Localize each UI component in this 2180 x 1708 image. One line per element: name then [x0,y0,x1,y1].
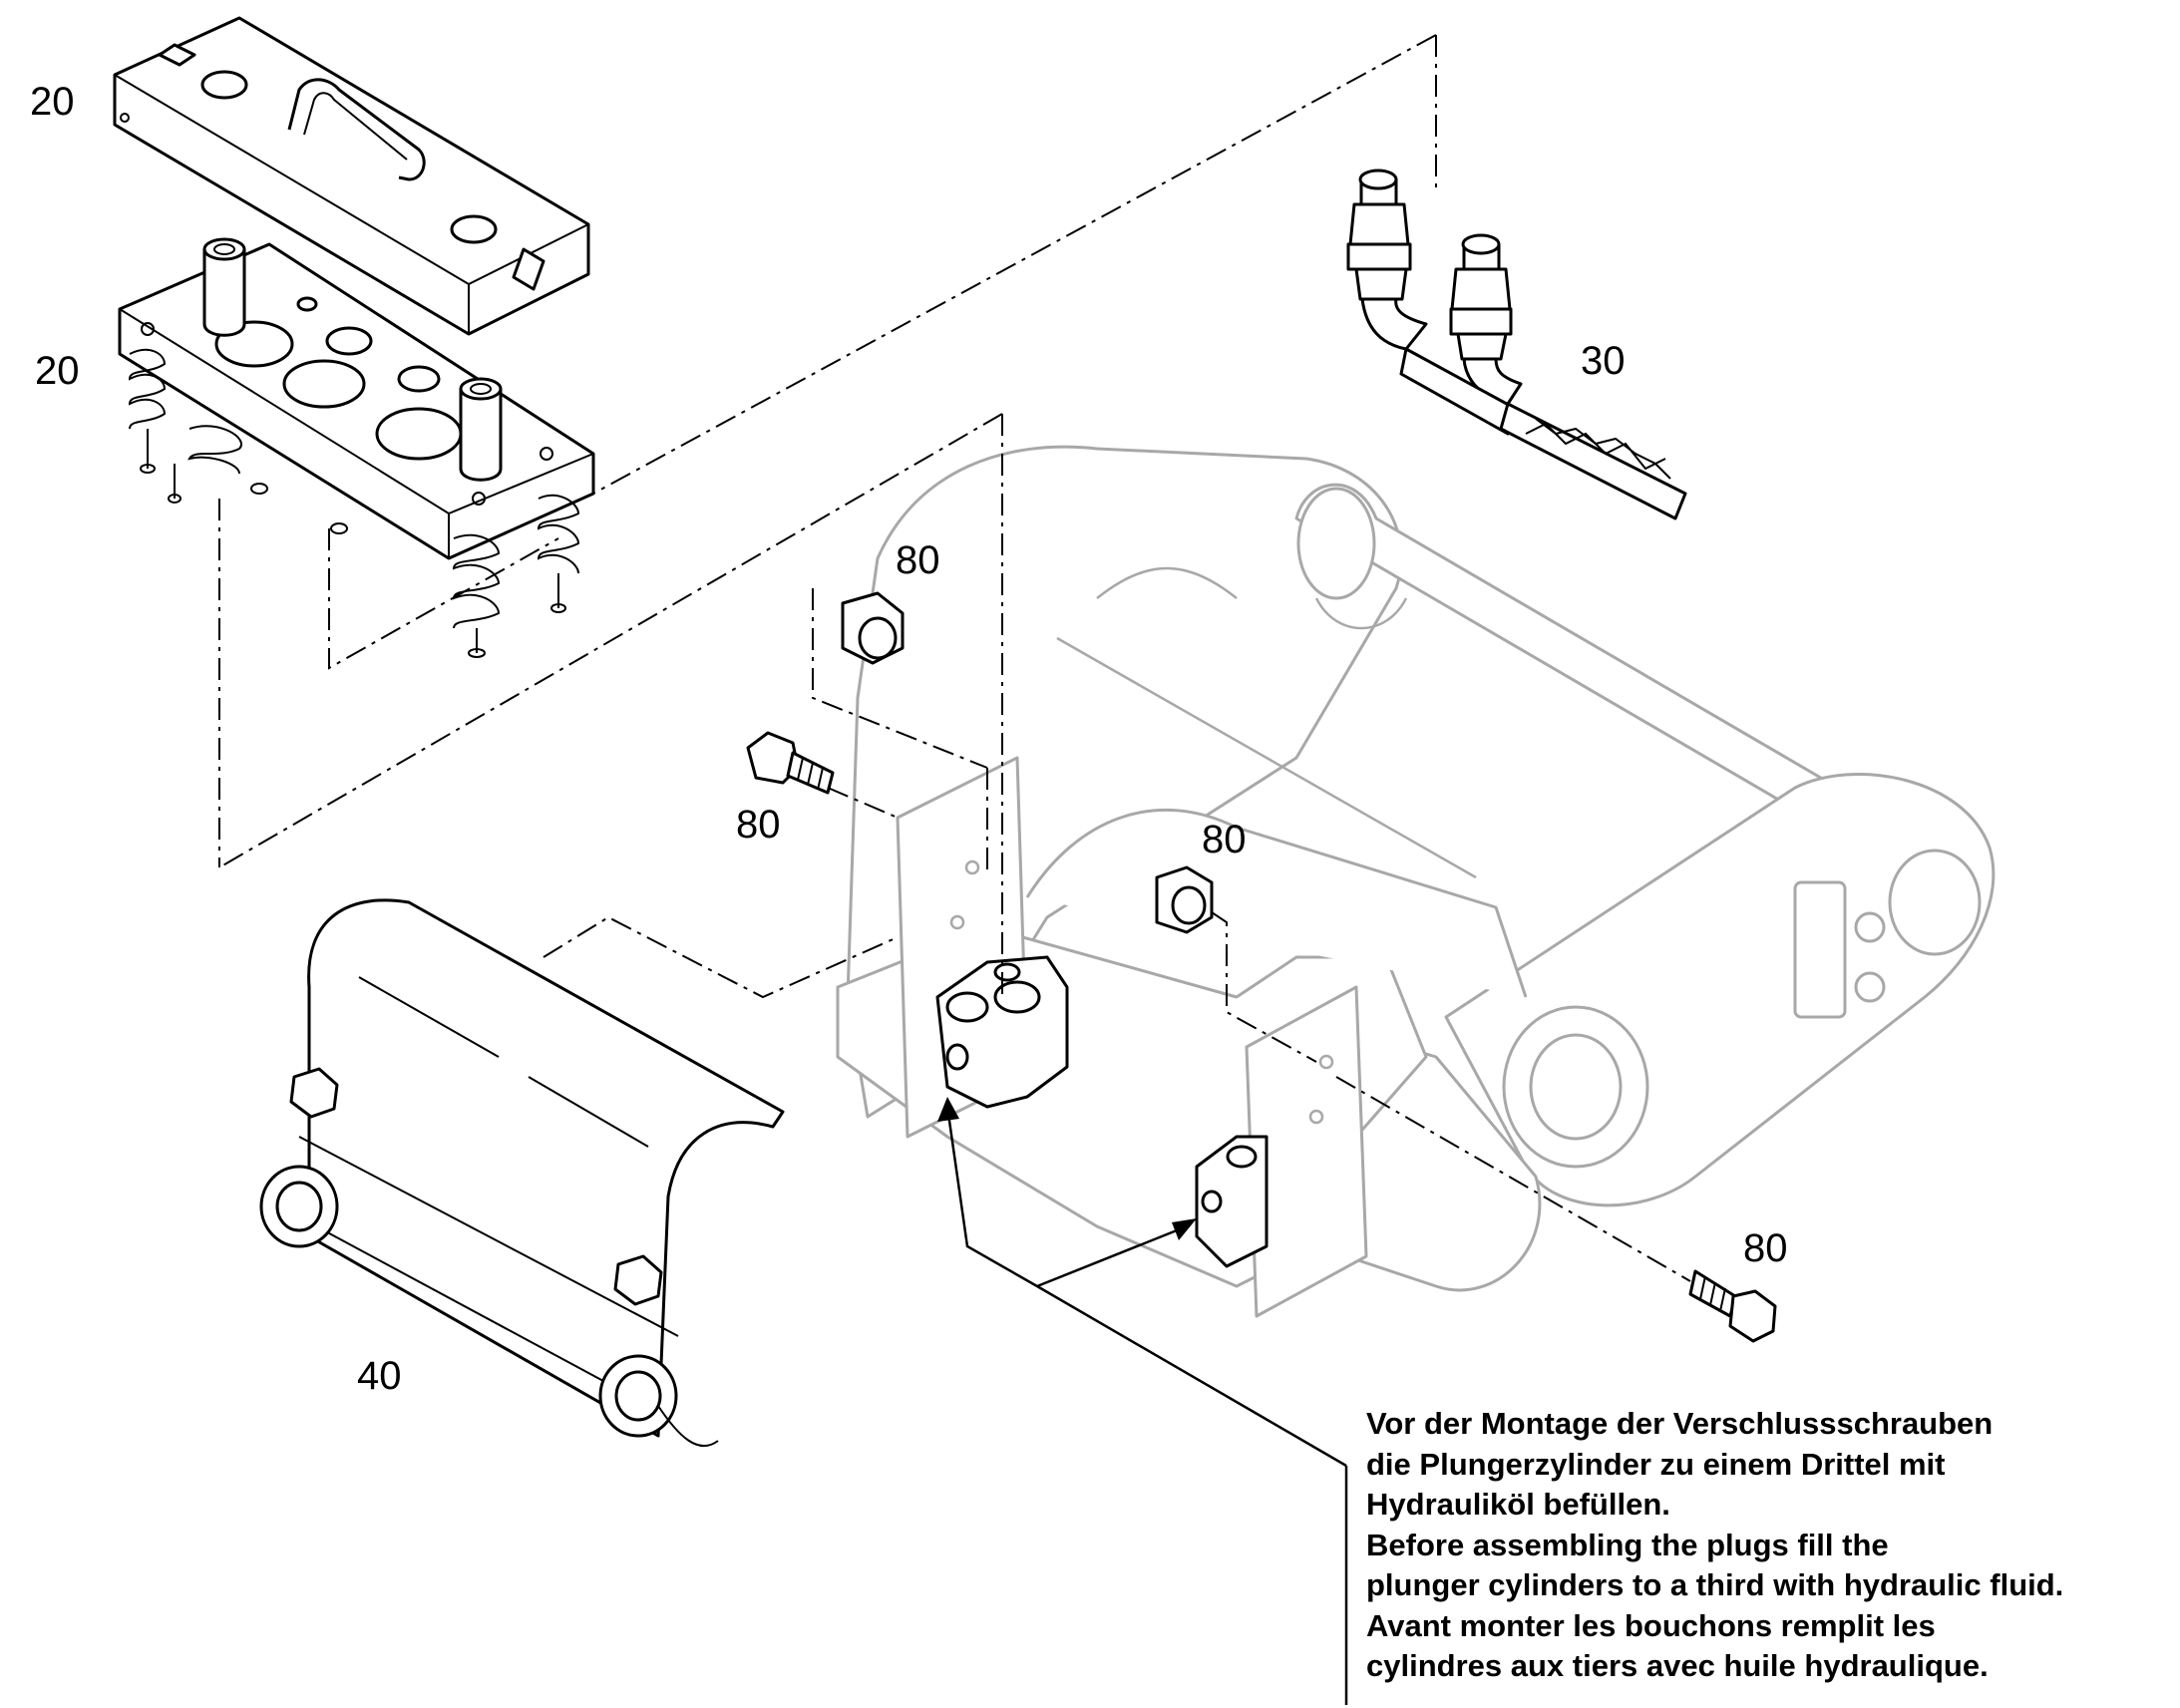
nut-upper-part [841,591,905,665]
callout-30-hose-assembly: 30 [1581,339,1626,383]
note-de-line-1: Vor der Montage der Verschlussschrauben [1366,1406,1994,1441]
note-de-line-3: Hydrauliköl befüllen. [1366,1487,1670,1522]
hose-assembly-part [1346,169,1687,520]
note-leader-lines [937,1097,1348,1705]
bolt-right-part [1688,1269,1777,1343]
callout-80-nut-upper: 80 [896,538,940,582]
assembly-note: Vor der Montage der Verschlussschrauben … [1366,1404,2164,1687]
callout-40-cover: 40 [357,1354,402,1398]
top-plate-part [113,16,590,336]
plunger-block-part [118,237,595,658]
cover-part [259,898,785,1447]
note-de-line-2: die Plungerzylinder zu einem Drittel mit [1366,1446,1946,1482]
coupler-frame-ghost [836,445,1996,1318]
callout-20-top-plate: 20 [30,80,75,124]
nut-center-part [1155,865,1214,934]
note-en-line-1: Before assembling the plugs fill the [1366,1527,1889,1562]
note-fr-line-1: Avant monter les bouchons remplit les [1366,1607,1936,1643]
callout-80-nut-center: 80 [1202,818,1247,861]
callout-80-bolt-right: 80 [1743,1226,1788,1270]
bolt-left-part [746,731,835,795]
port-block-left [935,955,1069,1109]
springs-left [128,348,348,534]
note-en-line-2: plunger cylinders to a third with hydrau… [1366,1567,2064,1602]
callout-80-bolt-left: 80 [736,803,781,847]
callout-20-plunger-block: 20 [35,349,80,393]
springs-right [452,494,580,658]
port-block-right [1195,1135,1269,1268]
assembly-center-lines [218,34,1691,1282]
note-fr-line-2: cylindres aux tiers avec huile hydrauliq… [1366,1648,1989,1683]
